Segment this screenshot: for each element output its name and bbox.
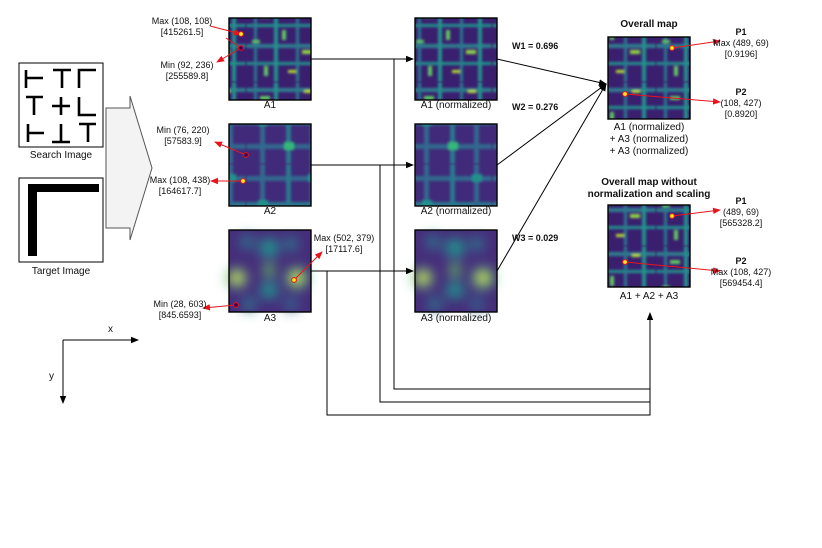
a2-normalized-caption: A2 (normalized) [420, 206, 492, 217]
map-a2-normalized [414, 123, 498, 207]
target-image [18, 177, 104, 263]
a2-caption: A2 [263, 206, 277, 217]
a3-max-value: [17117.6] [325, 244, 363, 254]
target-image-caption: Target Image [31, 266, 91, 277]
bypass-line-a3 [326, 271, 654, 416]
raw-overall-title-line-2: normalization and scaling [587, 189, 711, 200]
overall-p1-title: P1 [735, 27, 747, 37]
raw-overall-title-line-1: Overall map without [601, 177, 697, 188]
process-arrow [105, 95, 153, 241]
overall-caption-line-3: + A3 (normalized) [609, 146, 689, 157]
raw-p1-value: [565328.2] [719, 218, 763, 228]
arrow-w3 [496, 83, 607, 272]
map-a2 [228, 123, 312, 207]
map-a1-normalized [414, 17, 498, 101]
map-overall-raw [607, 204, 691, 288]
a3-caption: A3 [263, 313, 277, 324]
a2-max-value: [164617.7] [158, 186, 202, 196]
map-a3 [227, 229, 312, 313]
bypass-line-a1 [393, 59, 650, 390]
overall-p2-label: (108, 427) [720, 98, 762, 108]
raw-overall-caption: A1 + A2 + A3 [619, 291, 679, 302]
raw-p2-label: Max (108, 427) [710, 267, 772, 277]
a1-min-label: Min (92, 236) [160, 60, 214, 70]
connectors [311, 55, 654, 416]
a2-max-label: Max (108, 438) [149, 175, 211, 185]
search-image [18, 62, 104, 148]
overall-p1-label: Max (489, 69) [713, 38, 769, 48]
weight-w3: W3 = 0.029 [512, 233, 559, 243]
a1-max-label: Max (108, 108) [151, 16, 213, 26]
a3-normalized-caption: A3 (normalized) [420, 313, 492, 324]
a3-min-value: [845.6593] [158, 310, 202, 320]
raw-p1-label: (489, 69) [722, 207, 760, 217]
a1-caption: A1 [263, 100, 277, 111]
overall-p2-title: P2 [735, 87, 747, 97]
raw-p2-title: P2 [735, 256, 747, 266]
raw-p1-title: P1 [735, 196, 747, 206]
axis-indicator [59, 336, 139, 404]
peak-markers [233, 31, 675, 308]
a3-min-label: Min (28, 603) [153, 299, 207, 309]
a2-min-label: Min (76, 220) [156, 125, 210, 135]
map-a1 [228, 17, 312, 101]
a1-max-value: [415261.5] [160, 27, 204, 37]
weight-w2: W2 = 0.276 [512, 102, 559, 112]
a3-max-label: Max (502, 379) [313, 233, 375, 243]
map-a3-normalized [413, 229, 498, 313]
bypass-line-a2 [379, 165, 650, 403]
overall-map-title: Overall map [620, 19, 678, 30]
overall-caption-line-2: + A3 (normalized) [609, 134, 689, 145]
map-overall [607, 36, 691, 120]
x-axis-label: x [108, 324, 113, 335]
a1-min-value: [255589.8] [165, 71, 209, 81]
a2-min-value: [57583.9] [164, 136, 202, 146]
raw-p2-value: [569454.4] [719, 278, 763, 288]
overall-p2-value: [0.8920] [724, 109, 758, 119]
weight-w1: W1 = 0.696 [512, 41, 559, 51]
overall-caption-line-1: A1 (normalized) [613, 122, 685, 133]
annotations [202, 25, 721, 311]
a1-normalized-caption: A1 (normalized) [420, 100, 492, 111]
overall-p1-value: [0.9196] [724, 49, 758, 59]
y-axis-label: y [49, 371, 54, 382]
search-image-caption: Search Image [29, 150, 93, 161]
arrow-w1 [496, 58, 607, 86]
arrow-w2 [496, 83, 607, 166]
